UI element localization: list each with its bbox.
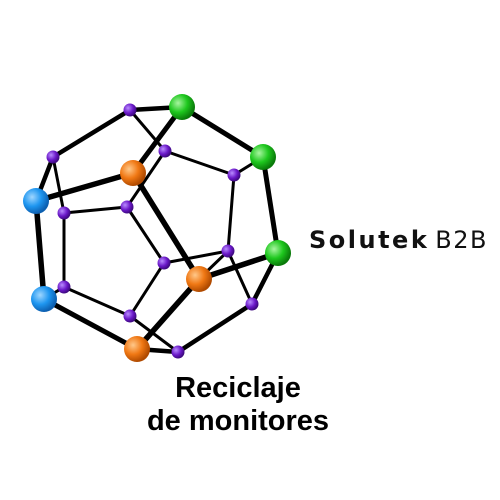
atom-orange (186, 266, 212, 292)
atom-small (245, 297, 259, 311)
atom-small (46, 150, 60, 164)
atom-orange (120, 160, 146, 186)
atom-green (265, 240, 291, 266)
atom-small (120, 200, 134, 214)
atom-green (250, 144, 276, 170)
atom-small (157, 256, 171, 270)
brand-name-bold: Solutek (309, 226, 430, 254)
caption-line-1: Reciclaje (175, 372, 301, 404)
atom-small (57, 280, 71, 294)
atom-small (123, 103, 137, 117)
atom-small (171, 345, 185, 359)
atom-small (158, 144, 172, 158)
caption-line-2: de monitores (146, 405, 330, 437)
atom-small (221, 244, 235, 258)
atom-green (169, 94, 195, 120)
atom-blue (23, 188, 49, 214)
edges (33, 104, 281, 355)
atoms (23, 94, 291, 362)
atom-small (57, 206, 71, 220)
atom-blue (31, 286, 57, 312)
caption: Reciclaje de monitores (100, 372, 376, 438)
atom-orange (124, 336, 150, 362)
atom-small (123, 309, 137, 323)
brand-name-light: B2B (435, 226, 488, 254)
atom-small (227, 168, 241, 182)
